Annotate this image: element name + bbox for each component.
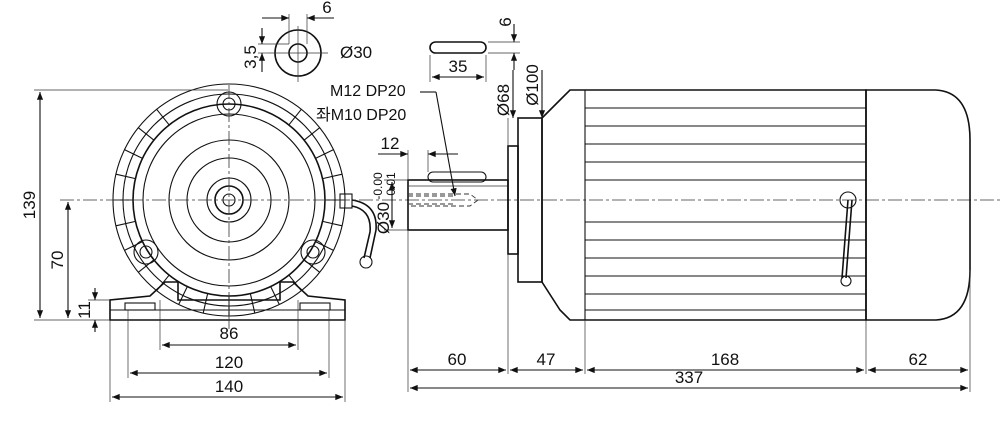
fin-line xyxy=(202,293,209,314)
side-dimensions: M12 DP20 좌M10 DP20 Ø68 Ø100 12 Ø30 -0.00… xyxy=(316,64,971,392)
tapped-hole xyxy=(408,193,479,207)
bolt-lug-left xyxy=(133,239,159,265)
key-dim-35: 35 xyxy=(449,57,468,76)
fin-line xyxy=(315,241,334,251)
tol-upper: -0.00 xyxy=(371,172,385,200)
fin-line xyxy=(124,149,143,159)
dim-120: 120 xyxy=(215,353,243,372)
motor-body xyxy=(541,89,867,321)
fin-line xyxy=(315,149,334,159)
fin-line xyxy=(288,108,302,126)
dim-60: 60 xyxy=(448,350,467,369)
dim-70: 70 xyxy=(48,251,67,270)
ground-terminal xyxy=(339,193,353,209)
fin-line xyxy=(322,220,343,227)
fin-line xyxy=(249,293,256,314)
dim-47: 47 xyxy=(537,350,556,369)
fan-cover xyxy=(865,89,971,321)
side-fins xyxy=(585,107,866,311)
fin-line xyxy=(115,220,136,227)
fin-line xyxy=(137,259,155,273)
tol-lower: -0.01 xyxy=(384,172,398,200)
dim-140: 140 xyxy=(215,377,243,396)
fin-line xyxy=(270,286,280,305)
fin-line xyxy=(288,274,302,292)
dim-12: 12 xyxy=(381,134,400,153)
shaft xyxy=(407,179,509,231)
fin-line xyxy=(303,127,321,141)
fin-line xyxy=(124,241,143,251)
flange-dim-dia30: Ø30 xyxy=(340,43,372,62)
flange-detail: 6 3,5 Ø30 xyxy=(241,0,372,82)
fin-line xyxy=(156,274,170,292)
front-dimensions: 139 70 11 86 120 140 xyxy=(20,89,346,402)
fin-line xyxy=(156,108,170,126)
fin-line xyxy=(115,173,136,180)
dim-168: 168 xyxy=(711,350,739,369)
keyway xyxy=(427,171,487,183)
bolt-lug-right xyxy=(300,239,326,265)
thread-label-m12: M12 DP20 xyxy=(330,83,406,100)
dim-139: 139 xyxy=(20,191,39,219)
dim-dia68: Ø68 xyxy=(494,84,513,116)
dim-337: 337 xyxy=(675,368,703,387)
key-shape xyxy=(429,41,487,54)
base-foot xyxy=(109,281,346,321)
side-view xyxy=(407,89,971,321)
fin-line xyxy=(137,127,155,141)
flange-dim-3-5: 3,5 xyxy=(241,45,260,69)
dim-62: 62 xyxy=(909,350,928,369)
key-dim-6: 6 xyxy=(496,17,515,26)
key-detail: 6 35 xyxy=(429,17,520,82)
fin-line xyxy=(322,173,343,180)
fin-line xyxy=(178,286,188,305)
flange-dim-6: 6 xyxy=(322,0,331,17)
front-view xyxy=(60,83,1000,330)
dim-86: 86 xyxy=(220,324,239,343)
dim-shaft-dia30: Ø30 xyxy=(374,202,393,234)
dim-dia100: Ø100 xyxy=(523,64,542,106)
thread-label-m10: 좌M10 DP20 xyxy=(316,106,406,124)
dim-11: 11 xyxy=(75,301,94,319)
